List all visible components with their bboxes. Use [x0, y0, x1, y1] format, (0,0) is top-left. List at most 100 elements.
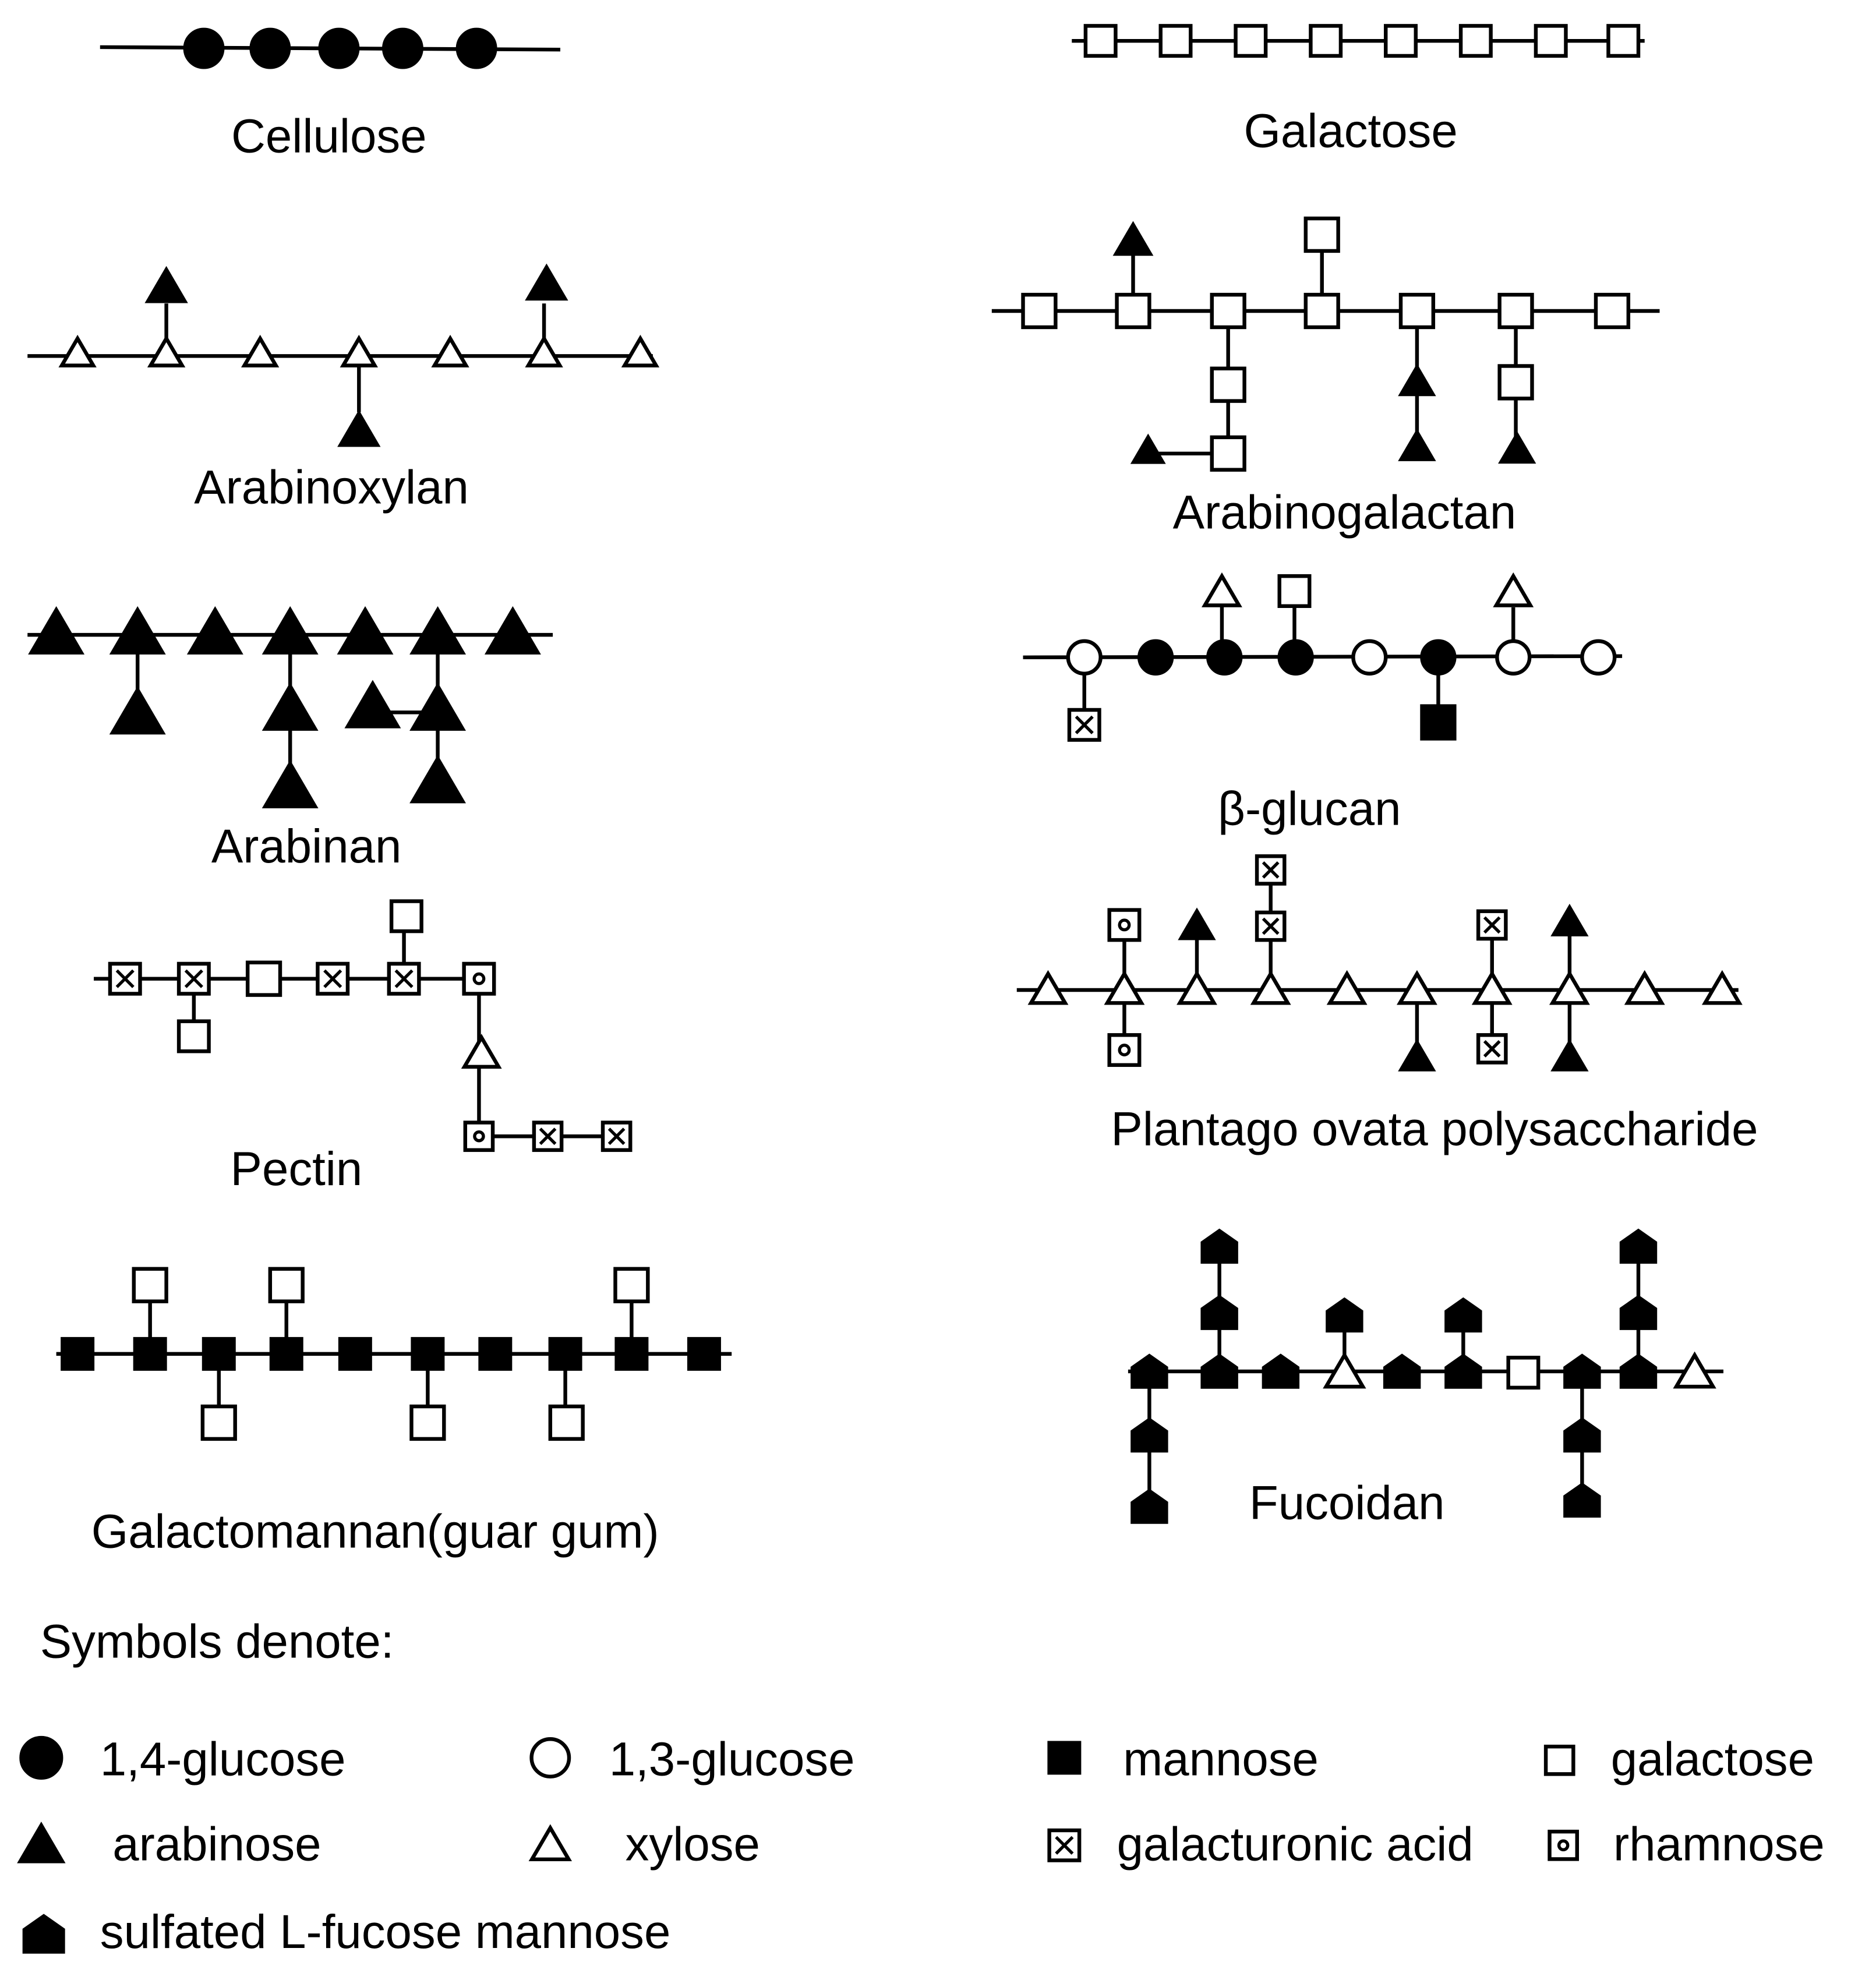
- xylose-icon: [1471, 970, 1513, 1005]
- arabinose-icon: [1550, 1038, 1589, 1072]
- sulfated-fucose-icon: [1200, 1295, 1238, 1330]
- galacturonic-acid-icon: [1255, 910, 1287, 942]
- sulfated-fucose-icon: [1383, 1353, 1421, 1389]
- mannose-icon: [411, 1336, 445, 1371]
- galacturonic-acid-icon: [1067, 708, 1101, 742]
- arabinose-icon: [409, 755, 467, 804]
- glucose-1-4-icon: [382, 27, 423, 69]
- legend-symbols: [17, 1735, 1580, 1954]
- arabinose-icon: [186, 606, 243, 655]
- rhamnose-icon: [1548, 1829, 1580, 1861]
- label-plantago: Plantago ovata polysaccharide: [1111, 1102, 1758, 1155]
- arabinose-icon: [144, 266, 188, 303]
- arabinose-icon: [525, 263, 568, 301]
- sulfated-fucose-icon: [1326, 1297, 1363, 1333]
- galacturonic-acid-icon: [1476, 909, 1508, 941]
- label-fucoidan: Fucoidan: [1249, 1476, 1445, 1529]
- sulfated-fucose-icon: [1444, 1353, 1482, 1389]
- xylose-icon: [1549, 970, 1590, 1005]
- xylose-icon: [1027, 970, 1069, 1005]
- galactose-icon: [1398, 292, 1436, 330]
- glucose-1-3-icon: [1580, 639, 1617, 676]
- galactose-icon: [1303, 292, 1340, 330]
- legend-label-xylose: xylose: [626, 1818, 760, 1871]
- galactose-icon: [176, 1019, 211, 1053]
- xylose-icon: [528, 1824, 573, 1862]
- arabinose-icon: [337, 409, 381, 447]
- galactose-icon: [1083, 24, 1118, 58]
- galactose-icon: [1210, 292, 1246, 330]
- rhamnose-icon: [462, 961, 496, 996]
- mannose-icon: [1420, 704, 1457, 741]
- galacturonic-acid-icon: [1047, 1828, 1082, 1862]
- galactose-icon: [613, 1267, 650, 1303]
- label-beta-glucan: β-glucan: [1218, 783, 1401, 836]
- xylose-icon: [340, 334, 378, 367]
- sulfated-fucose-icon: [1130, 1488, 1168, 1524]
- galactose-icon: [1210, 435, 1246, 472]
- legend-label-galacturonic-acid: galacturonic acid: [1117, 1818, 1474, 1871]
- sulfated-fucose-icon: [1130, 1417, 1168, 1453]
- legend: Symbols denote: 1,4-glucose 1,3-glucose …: [17, 1615, 1825, 1958]
- galactose-icon: [1021, 292, 1058, 330]
- xylose-icon: [1326, 970, 1368, 1005]
- galactose-icon: [268, 1267, 305, 1303]
- sulfated-fucose-icon: [1200, 1353, 1238, 1389]
- galactose-icon: [1277, 574, 1312, 608]
- arabinose-icon: [109, 606, 166, 655]
- structure-labels: Cellulose Galactose Arabinoxylan Arabino…: [91, 105, 1758, 1558]
- rhamnose-icon: [1107, 908, 1142, 942]
- rhamnose-icon: [463, 1120, 495, 1152]
- legend-label-1-3-glucose: 1,3-glucose: [609, 1733, 855, 1786]
- arabinose-icon: [1398, 428, 1436, 461]
- galactose-icon: [1234, 24, 1268, 58]
- mannose-icon: [338, 1336, 372, 1371]
- arabinose-icon: [262, 606, 319, 655]
- label-arabinoxylan: Arabinoxylan: [194, 461, 469, 514]
- label-arabinogalactan: Arabinogalactan: [1173, 486, 1517, 539]
- glucose-1-4-icon: [1420, 639, 1457, 676]
- mannose-icon: [269, 1336, 303, 1371]
- xylose-icon: [1397, 970, 1437, 1005]
- xylose-icon: [621, 334, 660, 367]
- mannose-icon: [614, 1336, 649, 1371]
- arabinose-icon: [262, 759, 319, 808]
- arabinose-icon: [1398, 1038, 1436, 1072]
- galactose-icon: [1309, 24, 1343, 58]
- galactose-icon: [1115, 292, 1151, 330]
- arabinose-icon: [337, 606, 394, 655]
- glucose-1-4-icon: [1277, 639, 1314, 676]
- sulfated-fucose-icon: [1619, 1353, 1658, 1389]
- arabinose-icon: [262, 682, 319, 731]
- arabinose-icon: [1112, 221, 1154, 256]
- galactose-icon: [409, 1404, 446, 1441]
- sulfated-fucose-icon: [1444, 1297, 1482, 1333]
- galactose-icon: [1497, 364, 1534, 401]
- glucose-1-3-icon: [529, 1737, 571, 1779]
- xylose-icon: [1323, 1351, 1366, 1389]
- legend-label-rhamnose: rhamnose: [1613, 1818, 1825, 1871]
- mannose-icon: [202, 1336, 236, 1371]
- legend-label-1-4-glucose: 1,4-glucose: [100, 1733, 346, 1786]
- galactose-icon: [1303, 216, 1340, 253]
- arabinose-icon: [109, 686, 166, 735]
- galacturonic-acid-icon: [600, 1120, 633, 1152]
- galacturonic-acid-icon: [1255, 854, 1287, 886]
- xylose-icon: [1493, 572, 1534, 607]
- label-galactose: Galactose: [1243, 105, 1457, 158]
- mannose-icon: [687, 1336, 721, 1371]
- arabinose-icon: [409, 606, 467, 655]
- sulfated-fucose-icon: [22, 1914, 65, 1954]
- arabinose-icon: [409, 682, 467, 731]
- xylose-icon: [461, 1034, 502, 1069]
- galacturonic-acid-icon: [532, 1120, 564, 1152]
- galactose-icon: [548, 1404, 585, 1441]
- xylose-icon: [525, 334, 563, 367]
- xylose-icon: [1673, 1351, 1716, 1389]
- galactose-icon: [1543, 1744, 1575, 1776]
- arabinose-icon: [28, 606, 85, 655]
- xylose-icon: [147, 334, 186, 367]
- galacturonic-acid-icon: [108, 961, 142, 996]
- glucose-1-3-icon: [1066, 639, 1103, 676]
